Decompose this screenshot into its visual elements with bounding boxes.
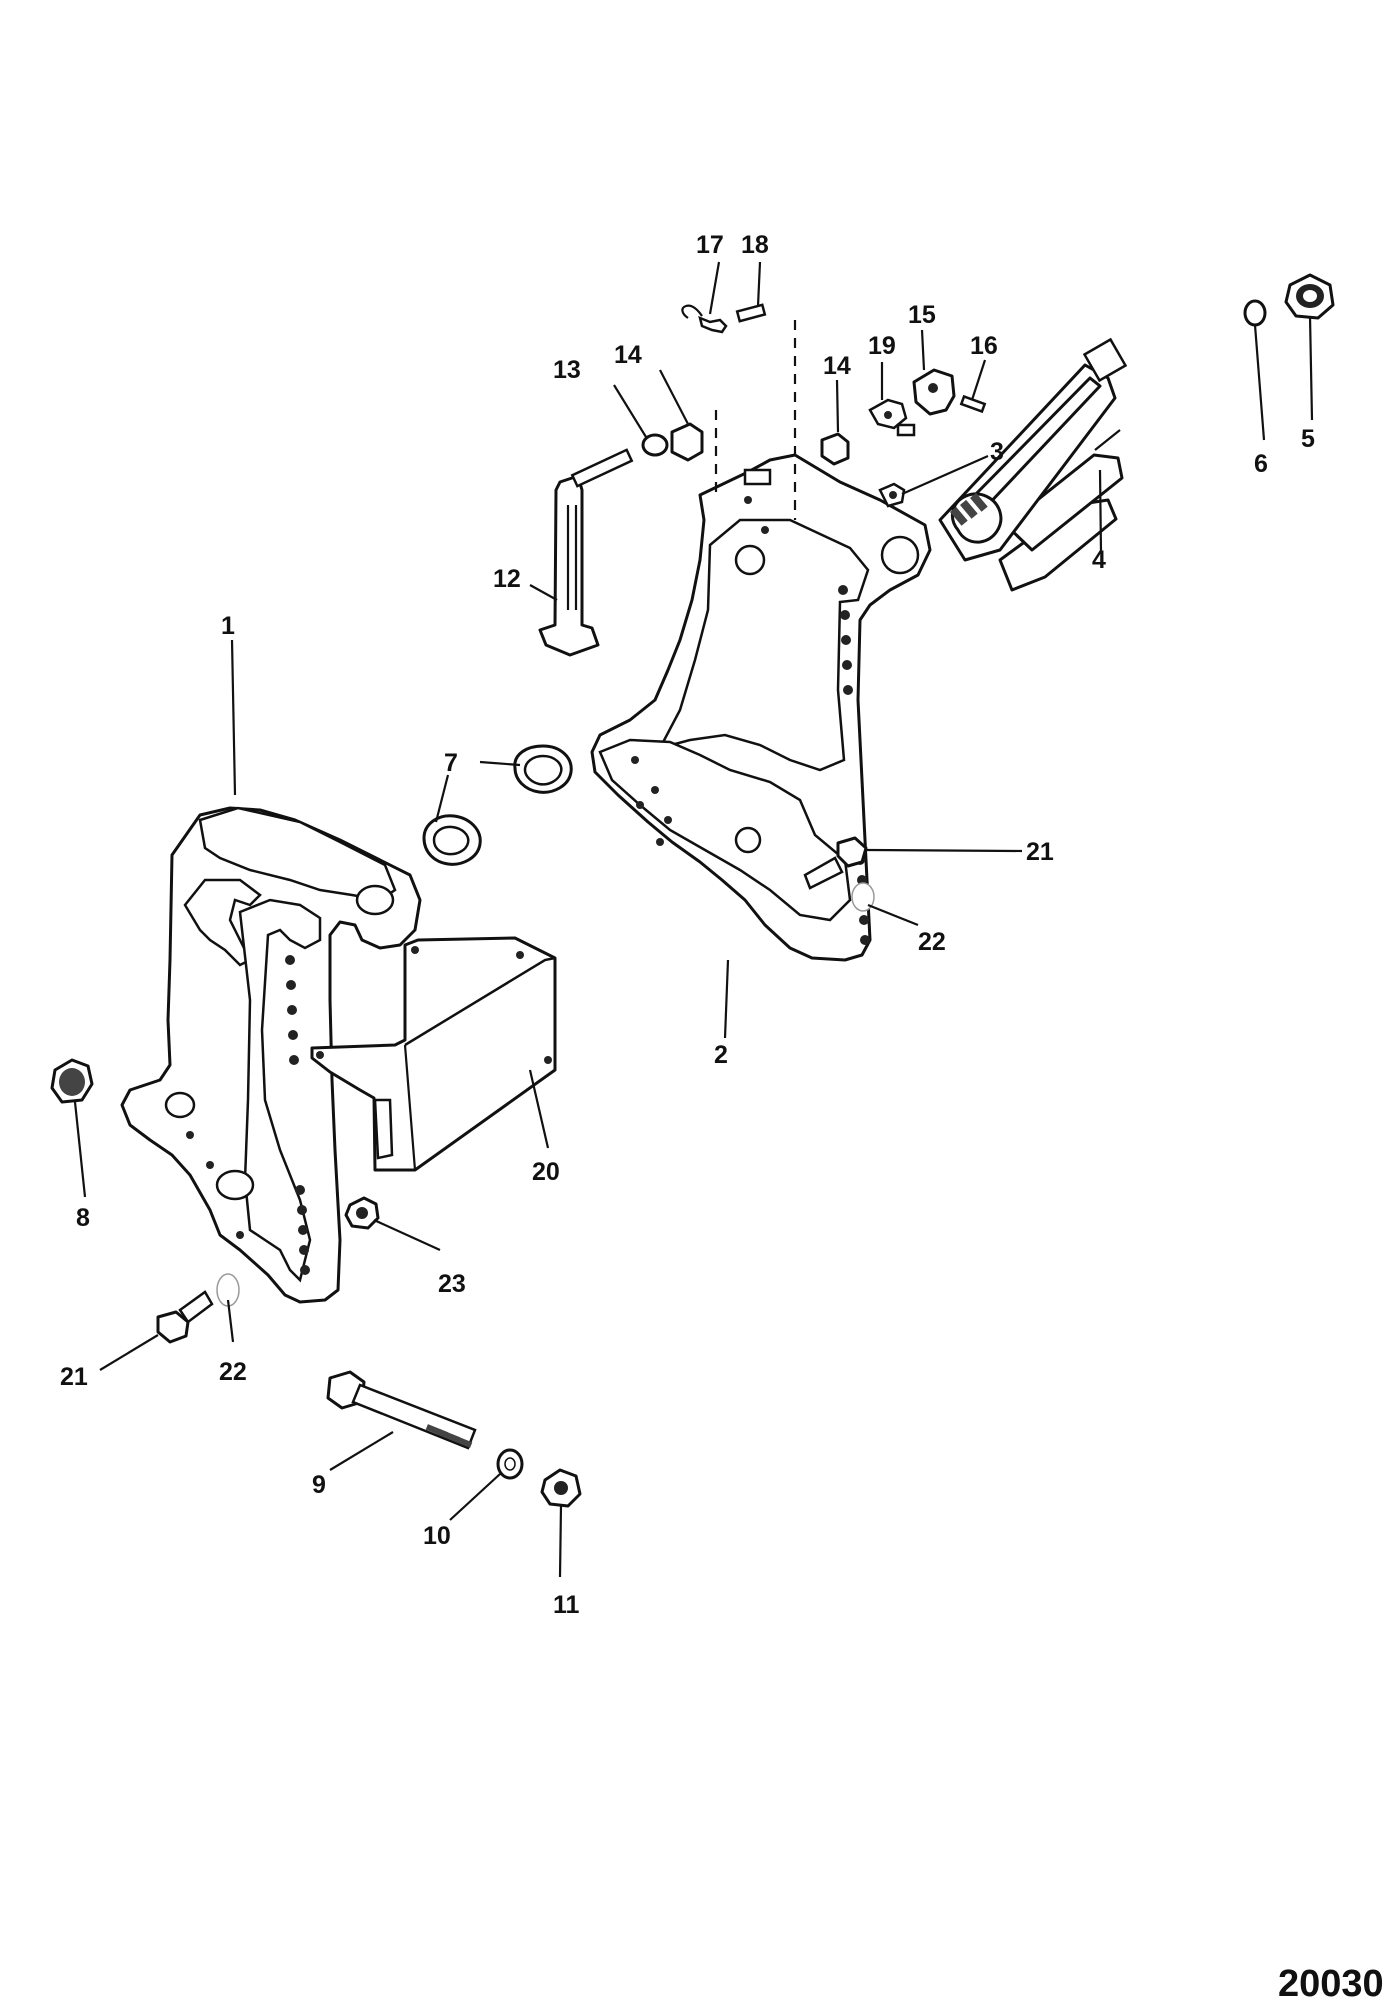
figure-number: 20030 — [1278, 1963, 1384, 2005]
callout-14-left: 14 — [614, 341, 642, 369]
part-2-right-clamp-bracket — [590, 453, 932, 962]
callout-17: 17 — [696, 231, 724, 259]
callout-14-right: 14 — [823, 352, 851, 380]
part-6-washer — [1243, 299, 1267, 327]
callout-4: 4 — [1092, 546, 1106, 574]
callout-21-right: 21 — [1026, 838, 1054, 866]
callout-19: 19 — [868, 332, 896, 360]
part-22-washer-right — [851, 882, 875, 912]
part-4-tilt-tube — [938, 337, 1128, 592]
callout-7: 7 — [444, 749, 458, 777]
part-16-pin — [959, 394, 987, 414]
part-21-bolt-right — [803, 836, 868, 890]
callout-23: 23 — [438, 1270, 466, 1298]
callout-5: 5 — [1301, 425, 1315, 453]
callout-2: 2 — [714, 1041, 728, 1069]
part-10-washer — [496, 1448, 524, 1480]
part-14-bushing-right — [820, 432, 850, 466]
callout-8: 8 — [76, 1204, 90, 1232]
part-7-gasket-lower — [422, 814, 482, 866]
callout-3: 3 — [990, 438, 1004, 466]
part-20-plate — [310, 936, 557, 1172]
callout-22-left: 22 — [219, 1358, 247, 1386]
part-7-gasket-upper — [513, 744, 573, 794]
callout-13: 13 — [553, 356, 581, 384]
callout-6: 6 — [1254, 450, 1268, 478]
part-13-washer — [641, 433, 669, 457]
callout-15: 15 — [908, 301, 936, 329]
callout-10: 10 — [423, 1522, 451, 1550]
part-11-nut — [540, 1468, 582, 1508]
part-21-bolt-left — [156, 1290, 214, 1344]
part-19-lever — [868, 398, 916, 437]
callout-21-left: 21 — [60, 1363, 88, 1391]
callout-11: 11 — [553, 1591, 580, 1619]
part-14-bushing-left — [670, 422, 704, 462]
part-15-lock-lever — [912, 368, 956, 416]
part-1-left-clamp-bracket — [120, 806, 422, 1304]
callout-labels: 17 18 13 14 14 19 15 16 3 5 6 4 12 1 7 2… — [60, 231, 1315, 1619]
callout-18: 18 — [741, 231, 769, 259]
part-3-screw — [878, 482, 906, 508]
part-9-bolt — [326, 1370, 477, 1450]
part-12-tilt-lever — [538, 448, 634, 657]
callout-12: 12 — [493, 565, 521, 593]
part-18-pin — [735, 303, 767, 323]
callout-16: 16 — [970, 332, 998, 360]
part-5-nut — [1284, 273, 1335, 320]
callout-9: 9 — [312, 1471, 326, 1499]
callout-22-right: 22 — [918, 928, 946, 956]
leader-lines — [73, 261, 1314, 1578]
callout-1: 1 — [221, 612, 235, 640]
part-23-nut — [344, 1196, 380, 1230]
part-17-spring — [681, 304, 728, 334]
part-8-nut — [50, 1058, 94, 1104]
callout-20: 20 — [532, 1158, 560, 1186]
